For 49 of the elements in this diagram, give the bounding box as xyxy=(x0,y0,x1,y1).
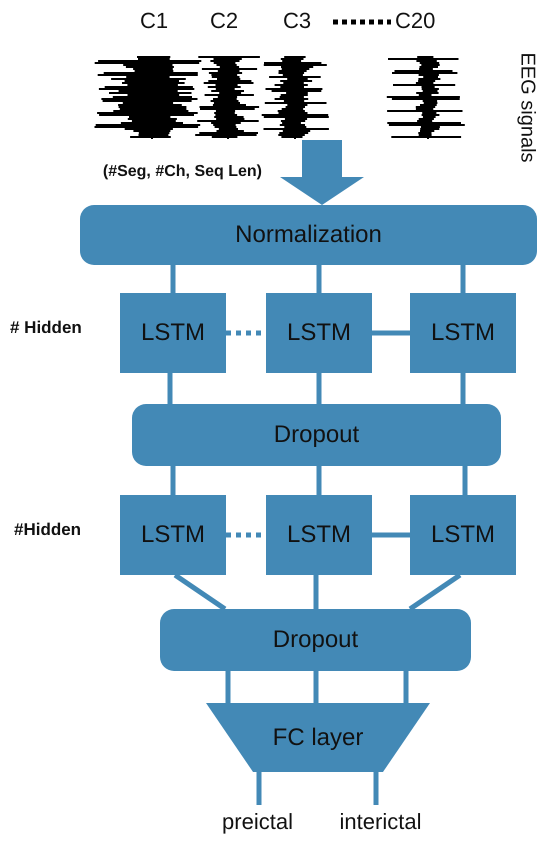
connector-line xyxy=(174,572,226,612)
layer-box xyxy=(80,205,537,265)
connector-line xyxy=(316,373,322,404)
output-label: preictal xyxy=(222,809,293,835)
edge-label: (#Seg, #Ch, Seq Len) xyxy=(102,163,262,181)
connector-line xyxy=(316,265,322,293)
connector-line xyxy=(374,772,378,805)
lstm-cell xyxy=(266,293,372,373)
connector-line xyxy=(170,466,176,495)
lstm-cell xyxy=(410,495,516,575)
connector-line xyxy=(314,671,318,703)
layer-label: LSTM xyxy=(140,521,205,549)
lstm-cell xyxy=(120,495,226,575)
connector-line xyxy=(408,572,462,612)
connector-line xyxy=(462,466,468,495)
connector-line xyxy=(226,671,230,703)
axis-title: EEG signals xyxy=(516,52,539,163)
connector-line xyxy=(404,671,408,703)
layer-label: LSTM xyxy=(140,319,205,347)
side-label: #Hidden xyxy=(14,520,82,540)
layer-label: Dropout xyxy=(272,626,358,654)
connector-line xyxy=(314,575,318,609)
layer-label: LSTM xyxy=(430,319,495,347)
connector-line xyxy=(316,466,322,495)
layer-box xyxy=(132,404,501,466)
connector-line xyxy=(256,772,262,805)
layer-box xyxy=(160,609,471,671)
layer-label: Dropout xyxy=(274,421,360,449)
channel-label: C20 xyxy=(395,8,436,34)
channel-label: C2 xyxy=(210,8,238,34)
layer-label: LSTM xyxy=(286,521,351,549)
side-label: # Hidden xyxy=(10,318,82,338)
connector-line xyxy=(170,265,176,293)
output-label: interictal xyxy=(340,809,422,835)
channel-label: C1 xyxy=(140,8,168,34)
lstm-cell xyxy=(266,495,372,575)
connector-line xyxy=(168,373,172,404)
layer-label: FC layer xyxy=(272,724,364,752)
layer-label: LSTM xyxy=(430,521,495,549)
layer-label: Normalization xyxy=(235,221,382,249)
layer-label: LSTM xyxy=(286,319,351,347)
connector-line xyxy=(372,330,410,336)
connector-line xyxy=(372,532,410,538)
lstm-cell xyxy=(410,293,516,373)
connector-line xyxy=(460,373,466,404)
lstm-cell xyxy=(120,293,226,373)
connector-line xyxy=(460,265,466,293)
channel-label: C3 xyxy=(283,8,312,34)
block-arrow xyxy=(280,140,364,205)
